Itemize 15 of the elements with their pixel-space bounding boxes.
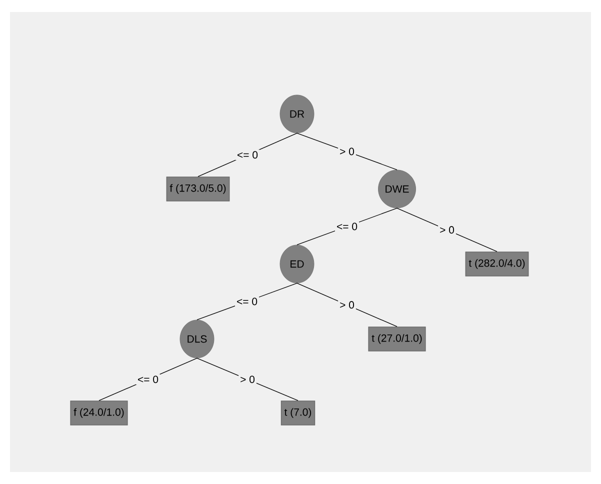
branch-line [296,132,398,170]
branch-line [396,208,498,252]
leaf-box: f (173.0/5.0) [166,176,230,202]
leaf-box: t (282.0/4.0) [465,252,529,276]
edge-label: <= 0 [136,374,160,385]
leaf-box: t (7.0) [280,400,316,426]
edge-label: > 0 [338,146,356,157]
branch-line [296,282,398,327]
branch-line [196,358,298,401]
edge-label: > 0 [338,300,356,310]
edge-label: > 0 [238,374,256,385]
leaf-box: t (27.0/1.0) [368,326,426,352]
leaf-box: f (24.0/1.0) [70,400,128,426]
edge-label: > 0 [438,224,456,236]
edge-label: <= 0 [236,150,260,160]
